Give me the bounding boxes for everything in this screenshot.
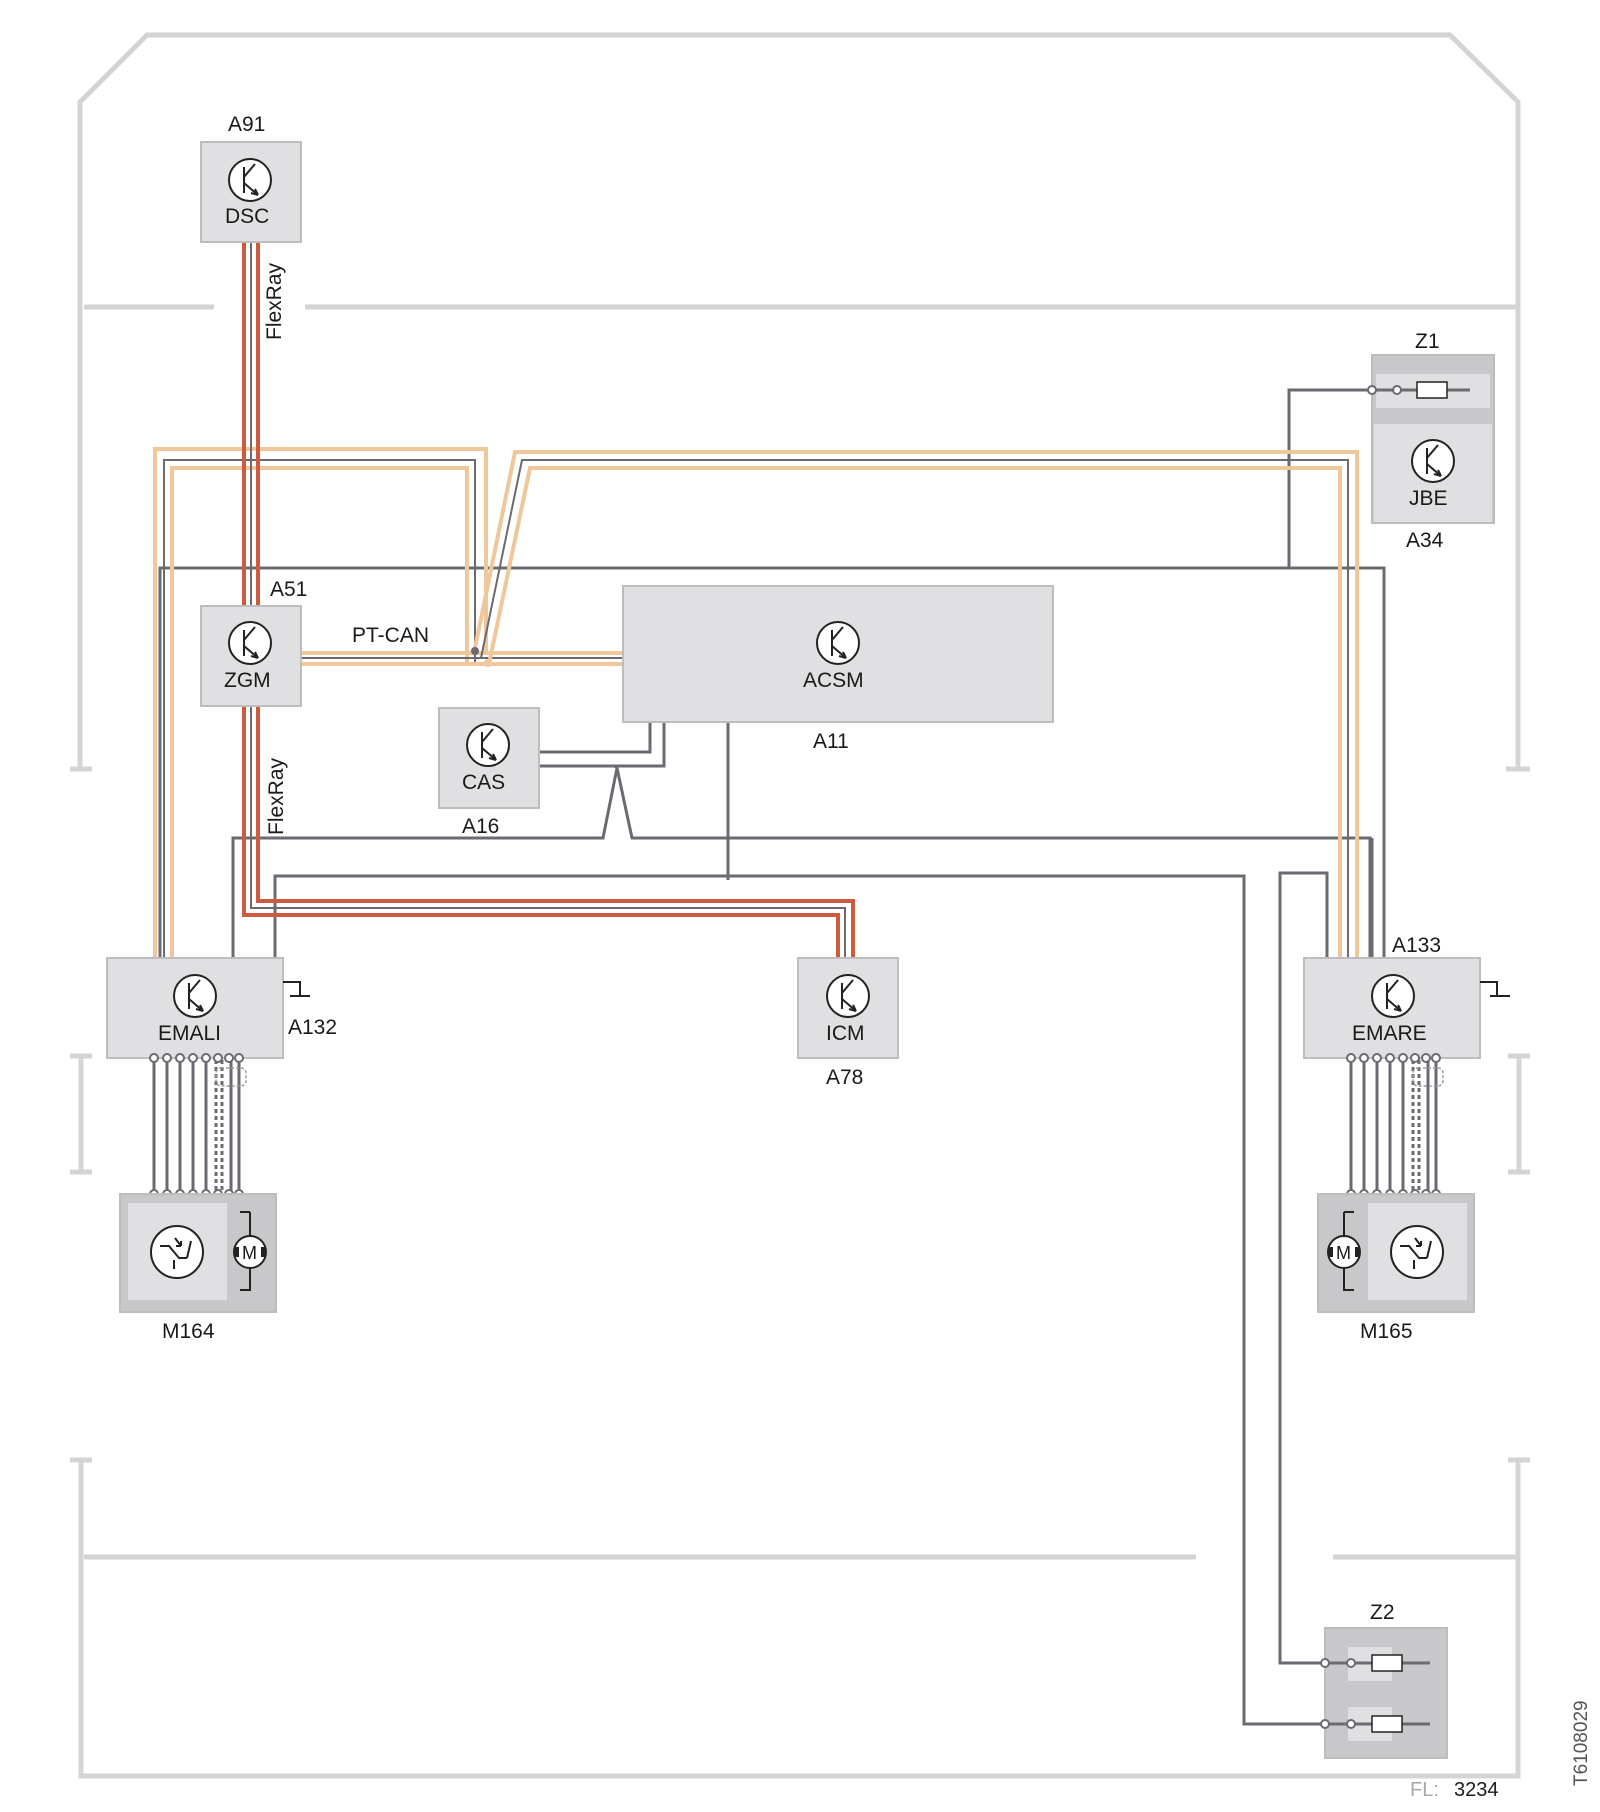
emali-pins	[149, 1053, 244, 1199]
transistor-icon	[1411, 439, 1455, 483]
fuse-icon	[1371, 1654, 1403, 1672]
fl-prefix: FL:	[1410, 1779, 1439, 1801]
sensor-icon	[150, 1225, 204, 1279]
m165-motor-label: M	[1336, 1243, 1351, 1263]
z1-id: Z1	[1415, 330, 1440, 353]
zgm-id: A51	[270, 578, 307, 601]
emali-harness	[152, 1058, 247, 1194]
flexray-bus	[242, 243, 855, 958]
cas-name: CAS	[462, 771, 505, 794]
emali-module[interactable]: EMALI	[106, 957, 310, 1059]
zgm-module[interactable]: ZGM	[200, 605, 302, 707]
emare-pins	[1346, 1053, 1441, 1199]
icm-name: ICM	[826, 1022, 865, 1045]
icm-id: A78	[826, 1066, 863, 1089]
m164-motor-label: M	[242, 1243, 257, 1263]
cas-id: A16	[462, 815, 499, 838]
fuse-icon	[1371, 1715, 1403, 1733]
ptcan-label: PT-CAN	[352, 624, 429, 647]
emare-harness	[1349, 1058, 1444, 1194]
zgm-name: ZGM	[224, 669, 271, 692]
z2-zone	[1320, 1627, 1448, 1759]
m165-actuator[interactable]: M	[1317, 1193, 1475, 1313]
emali-name: EMALI	[158, 1022, 221, 1045]
dsc-name: DSC	[225, 205, 269, 228]
transistor-icon	[228, 621, 272, 665]
jbe-module[interactable]: JBE	[1374, 424, 1492, 522]
dsc-module[interactable]: DSC	[200, 141, 302, 243]
acsm-name: ACSM	[803, 669, 864, 692]
doc-id: T6108029	[1571, 1700, 1592, 1786]
acsm-id: A11	[813, 730, 849, 753]
jbe-id: A34	[1406, 529, 1444, 552]
icm-module[interactable]: ICM	[797, 957, 899, 1059]
transistor-icon	[826, 974, 870, 1018]
emare-id: A133	[1392, 934, 1441, 957]
flexray-label-lower: FlexRay	[265, 757, 288, 835]
ptcan-bus	[153, 447, 1359, 958]
fl-value: 3234	[1454, 1779, 1499, 1801]
m165-id: M165	[1360, 1320, 1413, 1343]
dsc-id: A91	[228, 113, 265, 136]
transistor-icon	[466, 723, 510, 767]
jbe-name: JBE	[1409, 487, 1448, 510]
flexray-label-upper: FlexRay	[263, 262, 286, 340]
motor-icon	[1327, 1235, 1361, 1269]
z2-id: Z2	[1370, 1601, 1395, 1624]
sensor-icon	[1390, 1225, 1444, 1279]
emare-module[interactable]: EMARE	[1303, 957, 1510, 1059]
motor-icon	[233, 1235, 267, 1269]
emare-name: EMARE	[1352, 1022, 1427, 1045]
acsm-module[interactable]: ACSM	[622, 585, 1054, 723]
transistor-icon	[816, 621, 860, 665]
m164-actuator[interactable]: M	[119, 1193, 277, 1313]
cas-module[interactable]: CAS	[438, 707, 540, 809]
transistor-icon	[173, 974, 217, 1018]
vehicle-outline	[70, 32, 1530, 1779]
fuse-icon	[1416, 381, 1448, 399]
transistor-icon	[1371, 974, 1415, 1018]
emali-id: A132	[288, 1016, 337, 1039]
transistor-icon	[228, 158, 272, 202]
m164-id: M164	[162, 1320, 215, 1343]
